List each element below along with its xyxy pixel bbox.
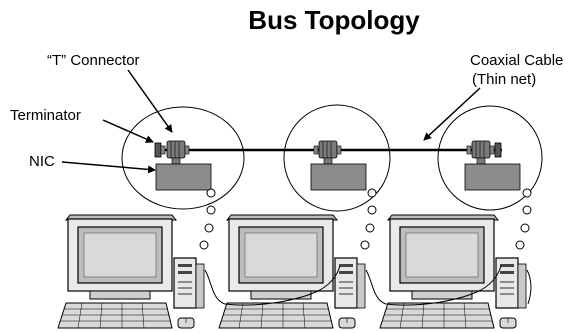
terminator-label: Terminator [10,107,81,124]
system-tower [334,257,366,309]
system-tower [495,257,527,309]
terminator-arrow [102,119,154,143]
mouse [499,317,517,329]
monitor [386,214,500,300]
nic-card-node-2 [310,163,367,191]
zoom-trail-node-2 [360,188,377,250]
bus-connector-node-2 [313,140,342,165]
t-connector-body [166,140,186,159]
zoom-circle-node-1 [121,106,245,210]
bus-connector-node-1 [154,140,190,165]
thin-net-label: (Thin net) [472,71,536,88]
terminator-cap [154,142,162,158]
computer-node-3 [379,214,527,329]
monitor [64,214,178,300]
network-cable-1-2 [204,265,341,306]
keyboard [379,302,495,329]
nic-card-node-3 [464,163,521,191]
nic-label: NIC [29,153,55,170]
mouse [177,317,195,329]
t-connector-body [471,140,491,159]
zoom-trail-node-1 [199,188,216,250]
keyboard [218,302,334,329]
coaxial-cable-label: Coaxial Cable [470,52,563,69]
bus-connector-node-3 [466,140,502,165]
system-tower [173,257,205,309]
network-cable-2-3 [365,265,502,306]
terminator-cap [494,142,502,158]
nic-arrow [61,161,156,174]
computer-node-2 [218,214,366,329]
t-connector-arrow [127,69,173,133]
coaxial-cable-arrow [423,87,481,141]
nic-card-node-1 [155,163,212,191]
zoom-circle-node-3 [437,105,543,211]
t-connector-body [318,140,338,159]
computer-node-1 [57,214,205,329]
network-cable-3-end [526,269,532,305]
monitor [225,214,339,300]
zoom-trail-node-3 [515,188,532,250]
mouse [338,317,356,329]
keyboard [57,302,173,329]
t-connector-label: “T” Connector [47,52,140,69]
zoom-circle-node-2 [283,104,391,212]
diagram-title: Bus Topology [248,5,420,35]
